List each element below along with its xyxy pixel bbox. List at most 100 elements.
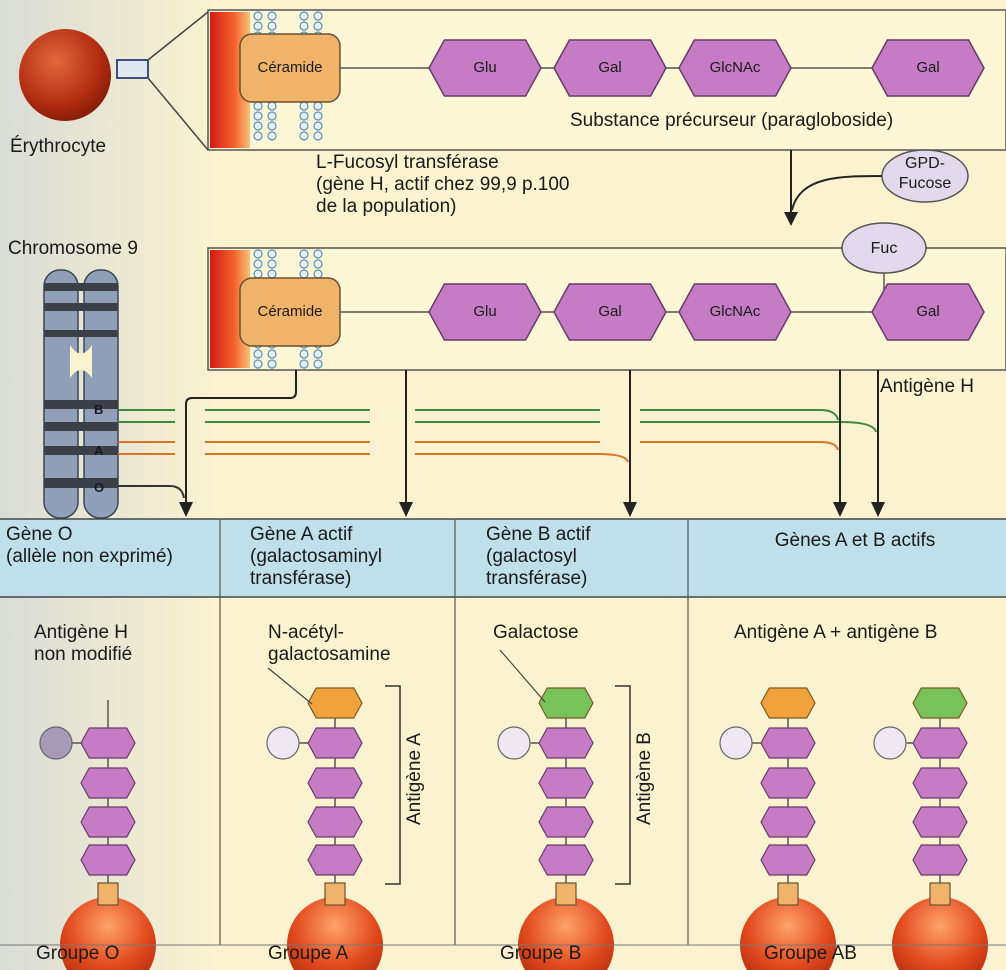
h-antigen-cramide-0 [239, 277, 341, 347]
sugar-hex-1-0 [307, 727, 363, 759]
sugar-hex-2-3 [538, 844, 594, 876]
h-antigen-label-3: GlcNAc [709, 303, 761, 320]
bracket-label-a: Antigène A [404, 733, 425, 825]
header-gene-ab: Gènes A et B actifs [774, 530, 936, 551]
cell-ball-0 [60, 897, 156, 970]
terminal-sugar-2 [538, 687, 594, 719]
antigen-h-label: Antigène H [880, 376, 975, 397]
h-antigen-gal-4 [871, 283, 985, 341]
gene-header-band [0, 519, 1006, 597]
precursor-label-3: GlcNAc [709, 59, 761, 76]
precursor-label-1: Glu [473, 59, 497, 76]
fuc-label: Fuc [870, 240, 898, 257]
chromosome-9 [43, 269, 119, 519]
erythrocyte-label: Érythrocyte [10, 136, 107, 157]
gene-b-lines [118, 409, 877, 433]
header-gene-a: Gène A actif (galactosaminyl transférase… [250, 524, 382, 589]
desc-gene-o: Antigène H non modifié [34, 622, 133, 665]
sugar-hex-2-0 [538, 727, 594, 759]
header-gene-o: Gène O (allèle non exprimé) [6, 524, 173, 567]
precursor-gal-4 [871, 39, 985, 97]
group-a-label: Groupe A [268, 943, 349, 964]
ceramide-stub-1 [324, 882, 346, 906]
h-antigen-label-1: Glu [473, 303, 497, 320]
sugar-hex-0-0 [80, 727, 136, 759]
chromosome-locus-o: O [94, 480, 105, 495]
sugar-hex-0-2 [80, 806, 136, 838]
desc-gene-ab: Antigène A + antigène B [734, 622, 938, 643]
sugar-hex-2-2 [538, 806, 594, 838]
zoom-line-top [147, 11, 209, 61]
transferase-label: L-Fucosyl transférase (gène H, actif che… [316, 152, 570, 217]
transferase-arrowhead [784, 212, 798, 226]
fucose-curve [791, 175, 885, 211]
cell-ball-4 [892, 897, 988, 970]
sugar-hex-4-3 [912, 844, 968, 876]
cell-ball-1 [287, 897, 383, 970]
gpd-fucose-label: GPD- Fucose [898, 155, 952, 192]
h-antigen-label-4: Gal [916, 303, 940, 320]
h-antigen-label-2: Gal [598, 303, 622, 320]
group-o-label: Groupe O [36, 943, 120, 964]
fucose-dot-1 [266, 726, 300, 760]
terminal-sugar-4 [912, 687, 968, 719]
group-b-label: Groupe B [500, 943, 582, 964]
sugar-hex-4-0 [912, 727, 968, 759]
sugar-hex-1-1 [307, 767, 363, 799]
h-antigen-gal-2 [553, 283, 667, 341]
gene-o-line [118, 485, 185, 499]
sugar-hex-3-3 [760, 844, 816, 876]
ceramide-stub-2 [555, 882, 577, 906]
desc-gene-b: Galactose [493, 622, 579, 643]
sugar-hex-4-2 [912, 806, 968, 838]
column-dividers [219, 519, 689, 945]
sugar-hex-0-3 [80, 844, 136, 876]
precursor-title: Substance précurseur (paragloboside) [570, 110, 894, 131]
zoom-line-bottom [147, 77, 209, 151]
ceramide-stub-3 [777, 882, 799, 906]
erythrocyte-cell [19, 29, 111, 121]
sugar-hex-4-1 [912, 767, 968, 799]
precursor-glu-1 [428, 39, 542, 97]
h-antigen-label-0: Céramide [257, 303, 323, 320]
precursor-glcnac-3 [678, 39, 792, 97]
fucose-dot-3 [719, 726, 753, 760]
precursor-gal-2 [553, 39, 667, 97]
fucose-dot-2 [497, 726, 531, 760]
ceramide-stub-4 [929, 882, 951, 906]
bracket-antigen-b [615, 685, 631, 885]
cell-ball-3 [740, 897, 836, 970]
chromosome-locus-b: B [94, 402, 104, 417]
sugar-hex-0-1 [80, 767, 136, 799]
arrowheads [179, 502, 885, 517]
chromosome-label: Chromosome 9 [8, 238, 138, 259]
fucose-dot-0 [39, 726, 73, 760]
precursor-cramide-0 [239, 33, 341, 103]
sugar-hex-3-0 [760, 727, 816, 759]
terminal-sugar-3 [760, 687, 816, 719]
pointer-galactose [499, 649, 546, 703]
bracket-antigen-a [385, 685, 401, 885]
sugar-hex-1-3 [307, 844, 363, 876]
chromosome-locus-a: A [94, 443, 104, 458]
precursor-label-2: Gal [598, 59, 622, 76]
sugar-hex-2-1 [538, 767, 594, 799]
h-antigen-glu-1 [428, 283, 542, 341]
pointer-nacetyl [267, 667, 313, 705]
ceramide-stub-0 [97, 882, 119, 906]
desc-gene-a: N-acétyl- galactosamine [268, 622, 391, 665]
cell-ball-2 [518, 897, 614, 970]
enzyme-arrows [185, 370, 879, 508]
header-gene-b: Gène B actif (galactosyl transférase) [486, 524, 591, 589]
bracket-label-b: Antigène B [634, 732, 655, 825]
membrane-zoom-box [116, 59, 149, 79]
fucose-dot-4 [873, 726, 907, 760]
h-antigen-glcnac-3 [678, 283, 792, 341]
sugar-hex-3-2 [760, 806, 816, 838]
gpd-fucose-ellipse [881, 149, 969, 203]
terminal-sugar-1 [307, 687, 363, 719]
sugar-hex-1-2 [307, 806, 363, 838]
sugar-hex-3-1 [760, 767, 816, 799]
